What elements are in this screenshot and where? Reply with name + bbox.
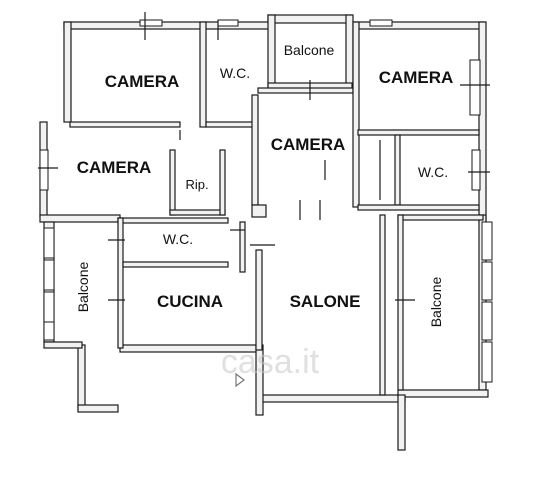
room-label-camera-left: CAMERA	[77, 158, 152, 177]
room-label-camera-center: CAMERA	[271, 135, 346, 154]
room-label-balcone-top: Balcone	[284, 42, 335, 58]
room-label-wc-top: W.C.	[220, 65, 250, 81]
room-label-cucina: CUCINA	[157, 292, 223, 311]
door-marks	[38, 12, 490, 301]
room-label-wc-right: W.C.	[418, 164, 448, 180]
room-label-wc-center: W.C.	[163, 231, 193, 247]
watermark-logo-icon	[235, 372, 245, 388]
room-label-camera-top-right: CAMERA	[379, 68, 454, 87]
windows	[39, 19, 493, 383]
room-label-camera-top-left: CAMERA	[105, 72, 180, 91]
room-label-salone: SALONE	[290, 292, 361, 311]
room-label-balcone-left: Balcone	[75, 261, 91, 312]
interior-walls	[69, 21, 484, 396]
room-label-rip: Rip.	[185, 177, 208, 192]
room-label-balcone-right: Balcone	[428, 276, 444, 327]
